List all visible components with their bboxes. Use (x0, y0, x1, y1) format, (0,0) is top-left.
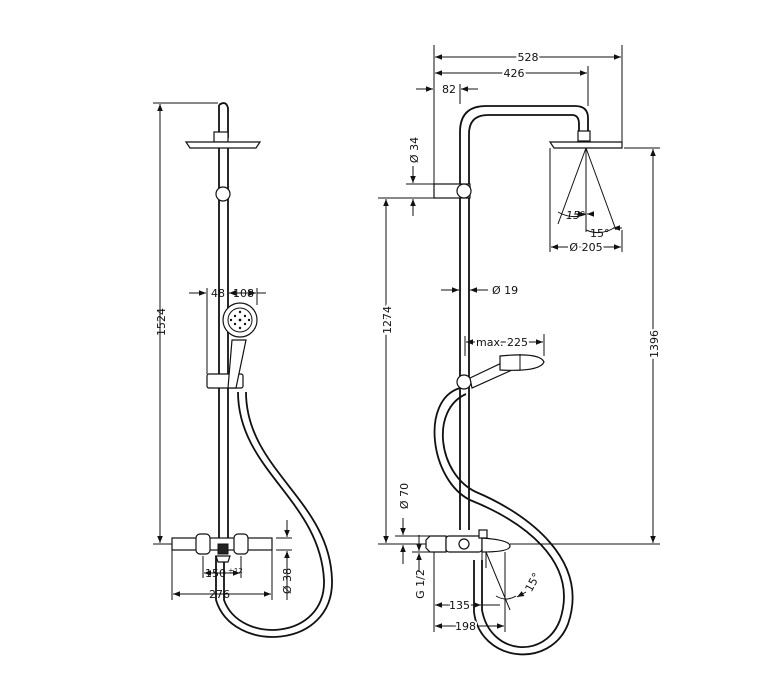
side-view: 528 426 82 Ø 34 1274 Ø 19 max. 225 (378, 45, 663, 656)
front-width-label: 276 (209, 588, 230, 601)
side-head-diameter-label: Ø 205 (569, 241, 602, 254)
side-overall-projection-label: 528 (518, 51, 539, 64)
front-view: 1524 48 108 150±12 276 Ø 38 (153, 102, 333, 638)
front-mixer-diameter-label: Ø 38 (281, 568, 294, 594)
side-spout-reach-label: 135 (449, 599, 470, 612)
side-head-angle-right-label: 15° (590, 227, 610, 240)
front-handshower-diameter-label: 108 (233, 287, 254, 300)
handshower-nozzles (229, 310, 251, 330)
front-bar-offset-label: 48 (211, 287, 225, 300)
side-handshower-reach-label: max. 225 (476, 336, 528, 349)
front-spacing-value: 150 (205, 567, 226, 580)
side-bracket-diameter-label: Ø 34 (408, 137, 421, 163)
side-inlet-thread-label: G 1/2 (414, 569, 427, 599)
side-rail-diameter-label: Ø 19 (492, 284, 518, 297)
front-spacing-tolerance: ±12 (228, 567, 243, 575)
side-mixer-diameter-label: Ø 70 (398, 483, 411, 509)
side-head-height-label: 1396 (648, 330, 661, 358)
side-spout-projection-label: 198 (455, 620, 476, 633)
side-arm-reach-label: 426 (504, 67, 525, 80)
side-bracket-height-label: 1274 (381, 306, 394, 334)
front-spacing-label: 150±12 (205, 567, 243, 580)
side-wall-offset-label: 82 (442, 83, 456, 96)
side-spout-angle-label: 15° (523, 571, 544, 594)
front-height-label: 1524 (155, 308, 168, 336)
side-head-angle-left-label: 15° (566, 209, 586, 222)
